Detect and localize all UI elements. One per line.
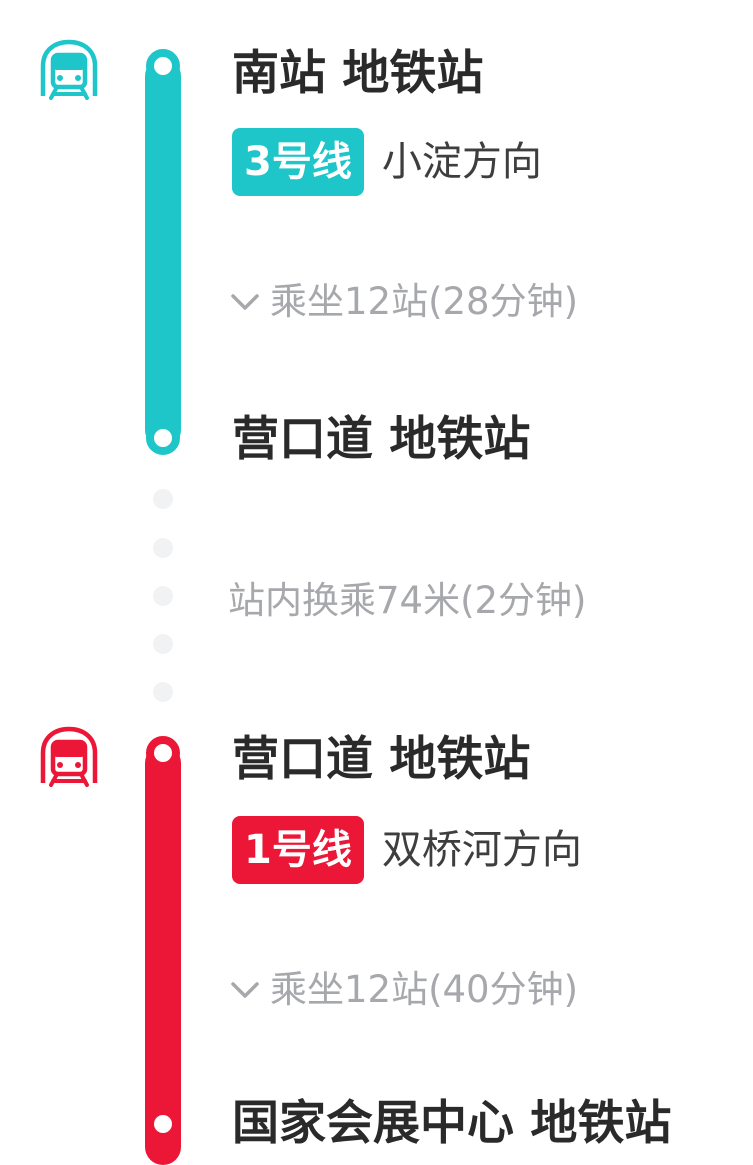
ride-info-text: 乘坐12站(40分钟) [270, 968, 579, 1011]
station-dot-board [146, 736, 180, 770]
walk-dot [153, 538, 173, 558]
transfer-info: 站内换乘74米(2分钟) [228, 579, 587, 622]
station-dot-alight [146, 1107, 180, 1141]
walk-dot [153, 682, 173, 702]
chevron-down-icon [231, 981, 259, 998]
route-line-3 [145, 58, 181, 448]
metro-train-icon [40, 39, 98, 100]
board-station-name[interactable]: 南站 地铁站 [232, 46, 484, 101]
walk-dot [153, 634, 173, 654]
board-station-name[interactable]: 营口道 地铁站 [232, 732, 531, 787]
alight-station-name[interactable]: 国家会展中心 地铁站 [232, 1096, 672, 1151]
line-badge: 1号线 [232, 816, 364, 884]
chevron-down-icon [231, 293, 259, 310]
line-badge: 3号线 [232, 128, 364, 196]
walk-dot [153, 489, 173, 509]
walk-dot [153, 586, 173, 606]
metro-train-icon [40, 726, 98, 787]
line-info-row: 3号线 小淀方向 [232, 128, 542, 196]
ride-info-toggle[interactable]: 乘坐12站(28分钟) [230, 283, 578, 320]
station-dot-alight [146, 421, 180, 455]
station-dot-board [146, 49, 180, 83]
ride-info-toggle[interactable]: 乘坐12站(40分钟) [230, 971, 578, 1008]
route-line-1 [145, 745, 181, 1165]
direction-label: 双桥河方向 [381, 827, 582, 873]
alight-station-name[interactable]: 营口道 地铁站 [232, 412, 531, 467]
ride-info-text: 乘坐12站(28分钟) [270, 280, 579, 323]
direction-label: 小淀方向 [381, 139, 542, 185]
line-info-row: 1号线 双桥河方向 [232, 816, 582, 884]
